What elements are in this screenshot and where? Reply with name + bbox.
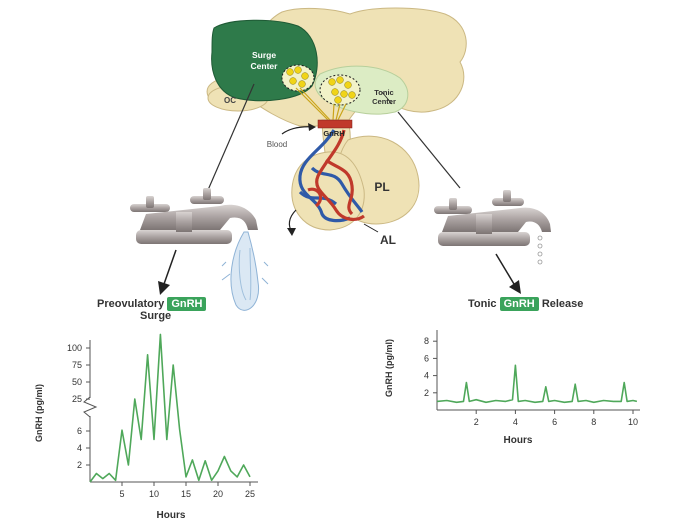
tonic-x-tick-label: 8 bbox=[591, 417, 596, 427]
surge-y-tick-label: 100 bbox=[67, 343, 82, 353]
portal-blood-vessels bbox=[298, 129, 365, 223]
hypothalamus-illustration bbox=[206, 7, 467, 236]
tonic-y-tick-label: 4 bbox=[424, 371, 429, 381]
surge-connector-line bbox=[207, 83, 255, 191]
surge-x-axis-title: Hours bbox=[157, 510, 186, 521]
al-pointer bbox=[363, 223, 379, 233]
portal-vessel-band bbox=[317, 119, 353, 129]
surge-arrowhead bbox=[158, 281, 170, 295]
pl-label: PL bbox=[374, 180, 389, 194]
tonic-gnrh-badge: GnRH bbox=[499, 297, 539, 311]
surge-center-label: Surge bbox=[252, 50, 276, 60]
surge-y-tick-label: 25 bbox=[72, 394, 82, 404]
tonic-y-axis-title: GnRH (pg/ml) bbox=[384, 339, 394, 397]
surge-y-tick-label: 6 bbox=[77, 426, 82, 436]
surge-y-tick-label: 4 bbox=[77, 443, 82, 453]
surge-x-tick-label: 20 bbox=[213, 489, 223, 499]
surge-axis-break-gap bbox=[84, 398, 96, 416]
surge-y-axis-title: GnRH (pg/ml) bbox=[34, 384, 44, 442]
surge-chart: 2 4 6 25 50 75 100 5 10 15 20 25 GnRH (pg/ml) Hour… bbox=[34, 333, 258, 521]
tonic-series-line bbox=[436, 364, 638, 404]
surge-center-label: Center bbox=[251, 61, 279, 71]
tonic-x-axis-title: Hours bbox=[504, 435, 533, 446]
blood-label: Blood bbox=[267, 140, 287, 149]
tonic-title-text: Tonic bbox=[468, 298, 497, 310]
water-drips bbox=[537, 235, 543, 265]
tonic-faucet-icon bbox=[434, 190, 551, 246]
tonic-arrow-line bbox=[495, 253, 515, 285]
oc-label: OC bbox=[224, 96, 236, 105]
tonic-title-suffix: Release bbox=[541, 298, 584, 310]
surge-x-tick-label: 15 bbox=[181, 489, 191, 499]
surge-y-tick-label: 50 bbox=[72, 377, 82, 387]
surge-chart-title: Preovulatory GnRH bbox=[97, 297, 207, 311]
water-stream bbox=[221, 231, 269, 311]
tonic-x-tick-label: 6 bbox=[552, 417, 557, 427]
gnrh-neurons bbox=[286, 66, 356, 104]
tonic-chart-title: Tonic GnRH Release bbox=[468, 297, 584, 311]
surge-y-tick-label: 2 bbox=[77, 460, 82, 470]
surge-x-tick-label: 25 bbox=[245, 489, 255, 499]
tonic-y-tick-label: 2 bbox=[424, 388, 429, 398]
blood-arrowhead bbox=[308, 123, 316, 131]
al-label: AL bbox=[380, 233, 396, 247]
tonic-center-label: Center bbox=[372, 97, 396, 106]
tonic-center-pointer bbox=[381, 91, 393, 105]
tonic-x-tick-label: 4 bbox=[513, 417, 518, 427]
surge-gnrh-badge: GnRH bbox=[167, 297, 207, 311]
surge-x-tick-label: 10 bbox=[149, 489, 159, 499]
tonic-x-tick-label: 10 bbox=[628, 417, 638, 427]
surge-arrow-line bbox=[163, 249, 177, 285]
tonic-chart: 2 4 6 8 2 4 6 8 10 GnRH (pg/ml) Hours bbox=[384, 330, 640, 446]
surge-y-tick-label: 75 bbox=[72, 360, 82, 370]
gnrh-label: GnRH bbox=[323, 129, 344, 138]
tonic-center-label: Tonic bbox=[374, 88, 393, 97]
surge-chart-subtitle: Surge bbox=[140, 310, 172, 322]
surge-axis-break-icon bbox=[83, 396, 98, 418]
surge-title-text: Preovulatory bbox=[97, 298, 165, 310]
neuron-axons bbox=[295, 87, 347, 121]
tonic-x-tick-label: 2 bbox=[474, 417, 479, 427]
tonic-y-tick-label: 6 bbox=[424, 353, 429, 363]
tonic-y-tick-label: 8 bbox=[424, 336, 429, 346]
tonic-arrowhead bbox=[509, 280, 521, 294]
surge-x-tick-label: 5 bbox=[119, 489, 124, 499]
surge-series-line bbox=[89, 333, 251, 483]
outflow-arrowhead bbox=[287, 228, 296, 236]
tonic-connector-line bbox=[397, 111, 461, 189]
surge-faucet-icon bbox=[130, 188, 258, 244]
